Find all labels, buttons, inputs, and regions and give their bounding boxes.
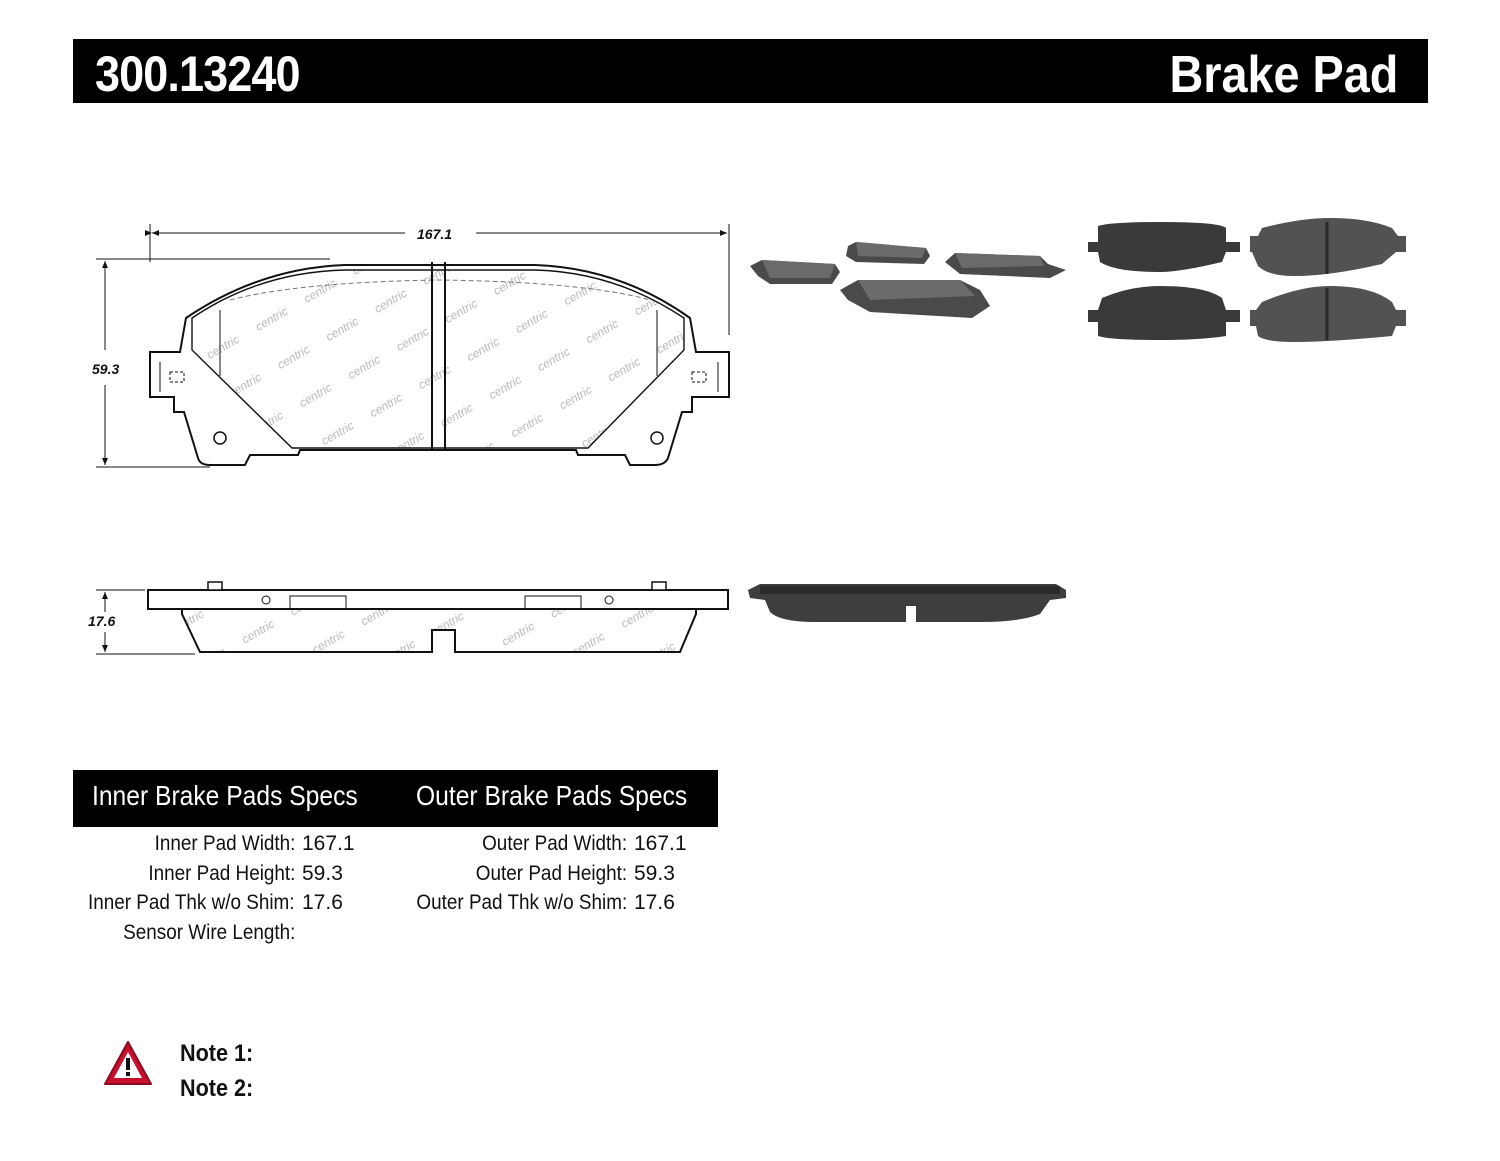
spec-label: Outer Pad Thk w/o Shim: bbox=[416, 891, 627, 914]
product-type: Brake Pad bbox=[1169, 46, 1398, 104]
spec-value: 167.1 bbox=[302, 832, 355, 855]
outer-specs-title: Outer Brake Pads Specs bbox=[416, 780, 688, 811]
note-2: Note 2: bbox=[180, 1075, 254, 1102]
height-dimension-label: 59.3 bbox=[92, 361, 120, 377]
thickness-dimension-label: 17.6 bbox=[88, 613, 116, 629]
spec-value: 59.3 bbox=[302, 862, 343, 885]
width-dimension-label: 167.1 bbox=[417, 226, 453, 242]
spec-value: 59.3 bbox=[634, 862, 675, 885]
spec-label: Outer Pad Height: bbox=[475, 862, 627, 885]
spec-value: 167.1 bbox=[634, 832, 687, 855]
pad-side-photo bbox=[748, 584, 1066, 622]
spec-label: Inner Pad Height: bbox=[147, 862, 295, 885]
pad-set-angled-photo bbox=[750, 242, 1066, 318]
warning-icon bbox=[104, 1041, 152, 1085]
pad-set-flat-photo bbox=[1088, 218, 1406, 342]
spec-value: 17.6 bbox=[302, 891, 343, 914]
inner-specs-title: Inner Brake Pads Specs bbox=[92, 780, 358, 811]
part-number: 300.13240 bbox=[95, 46, 301, 102]
spec-label: Outer Pad Width: bbox=[482, 832, 627, 855]
spec-label: Sensor Wire Length: bbox=[122, 921, 295, 944]
specs-header: Inner Brake Pads Specs Outer Brake Pads … bbox=[73, 770, 718, 827]
note-1: Note 1: bbox=[180, 1040, 254, 1067]
spec-label: Inner Pad Thk w/o Shim: bbox=[88, 891, 295, 914]
spec-label: Inner Pad Width: bbox=[154, 832, 295, 855]
header-bar: 300.13240 Brake Pad bbox=[73, 39, 1428, 104]
side-view-drawing bbox=[96, 581, 729, 655]
front-view-drawing bbox=[96, 224, 730, 468]
spec-value: 17.6 bbox=[634, 891, 675, 914]
